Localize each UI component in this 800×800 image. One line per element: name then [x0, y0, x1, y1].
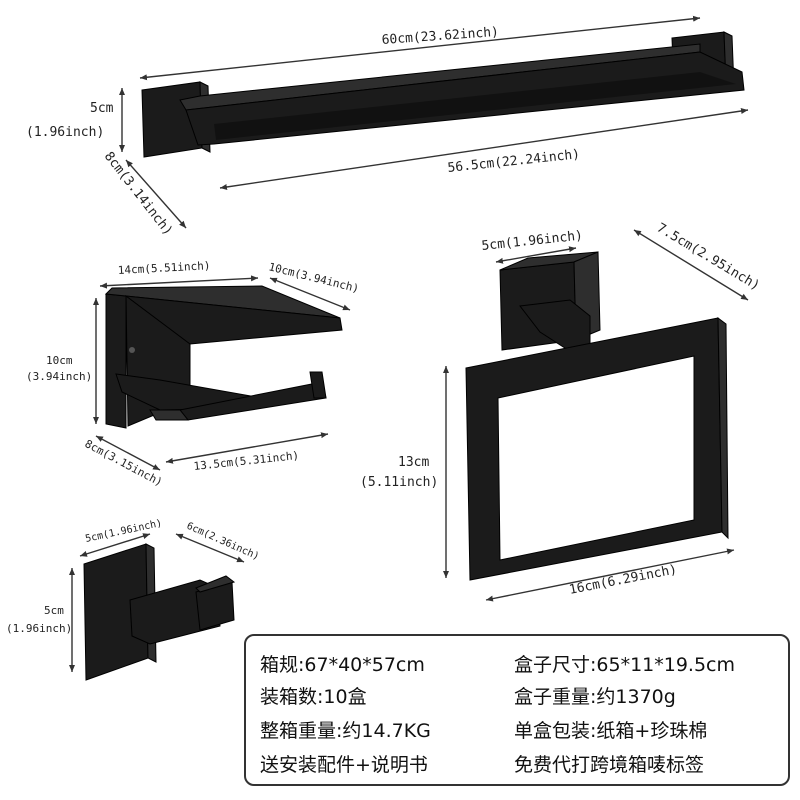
info-box-weight: 盒子重量:约1370g: [514, 686, 676, 708]
packaging-info-box: [244, 634, 790, 786]
label-holder-height-cm: 10cm: [46, 354, 73, 367]
dim-line-holder-width: [99, 275, 259, 289]
dim-line-bar-inner: [219, 108, 749, 190]
label-hook-base: 5cm(1.96inch): [84, 518, 163, 545]
info-label-service: 免费代打跨境箱唛标签: [514, 754, 705, 776]
info-box-count: 装箱数:10盒: [260, 686, 367, 708]
label-holder-shelf: 10cm(3.94inch): [267, 260, 360, 295]
label-bar-height-cm: 5cm: [90, 101, 114, 116]
info-carton-weight: 整箱重量:约14.7KG: [260, 720, 431, 742]
info-box-spec: 箱规:67*40*57cm: [260, 654, 425, 676]
towel-bar: [141, 31, 745, 158]
label-holder-width: 14cm(5.51inch): [117, 259, 210, 277]
robe-hook: [83, 543, 236, 681]
dim-line-hook-depth: [175, 533, 245, 563]
dim-line-holder-shelf: [269, 277, 351, 311]
dim-line-bar-depth: [125, 159, 187, 229]
dim-line-bar-total: [139, 15, 701, 81]
label-ring-height-cm: 13cm: [398, 455, 429, 470]
label-ring-depth: 7.5cm(2.95inch): [654, 221, 762, 294]
info-accessories: 送安装配件+说明书: [260, 754, 428, 776]
dim-line-ring-base: [495, 246, 577, 264]
info-box-size: 盒子尺寸:65*11*19.5cm: [514, 654, 736, 676]
dim-line-ring-width: [485, 548, 735, 602]
label-hook-height-in: (1.96inch): [6, 622, 72, 635]
label-ring-base: 5cm(1.96inch): [481, 228, 584, 254]
dim-line-holder-depth: [95, 435, 161, 471]
dim-line-hook-base: [79, 533, 151, 557]
label-holder-bottom: 13.5cm(5.31inch): [193, 449, 300, 473]
label-bar-height-in: (1.96inch): [26, 125, 104, 140]
label-hook-height-cm: 5cm: [44, 604, 64, 617]
towel-ring: [465, 251, 729, 581]
label-bar-depth: 8cm(3.14inch): [101, 149, 175, 238]
info-packaging: 单盒包装:纸箱+珍珠棉: [514, 720, 708, 742]
paper-holder: [104, 285, 343, 429]
dim-line-ring-depth: [633, 229, 749, 301]
dim-line-holder-bottom: [165, 432, 329, 464]
label-ring-height-in: (5.11inch): [360, 475, 438, 490]
label-holder-depth: 8cm(3.15inch): [83, 437, 165, 489]
label-holder-height-in: (3.94inch): [26, 370, 92, 383]
label-bar-total: 60cm(23.62inch): [381, 25, 499, 48]
label-ring-width: 16cm(6.29inch): [568, 562, 678, 598]
